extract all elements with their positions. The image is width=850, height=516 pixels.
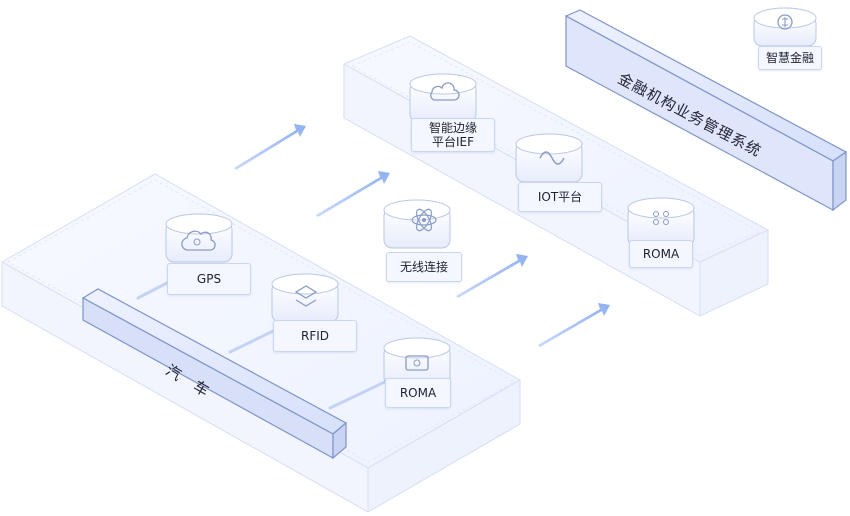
roma-left-node-label: ROMA — [385, 378, 451, 408]
ief-cloud-icon — [409, 73, 477, 123]
roma-right-label: ROMA — [642, 247, 680, 261]
rfid-node-label: RFID — [273, 320, 357, 352]
smart-finance-coin-icon — [753, 7, 817, 47]
smart-finance-label: 智慧金融 — [765, 51, 814, 65]
icon-cubes — [165, 7, 817, 387]
wireless-node-label: 无线连接 — [386, 252, 462, 282]
iot-label: IOT平台 — [537, 190, 583, 204]
ief-node-label: 智能边缘 平台IEF — [411, 118, 495, 152]
arrow-1 — [234, 124, 306, 170]
arrow-3 — [456, 254, 528, 298]
wireless-atom-icon — [383, 199, 451, 249]
gps-label: GPS — [196, 272, 222, 286]
arrow-4 — [538, 303, 610, 347]
gps-node-label: GPS — [167, 263, 251, 295]
arrow-2 — [316, 171, 390, 217]
smart-finance-node-label: 智慧金融 — [758, 46, 822, 70]
rfid-label: RFID — [300, 329, 330, 343]
wireless-label: 无线连接 — [399, 260, 448, 274]
iot-wave-icon — [515, 133, 583, 183]
roma-right-grid-icon — [627, 197, 695, 247]
ief-label-line2: 平台IEF — [431, 135, 475, 149]
finance-bar — [564, 9, 848, 212]
gps-cloud-icon — [165, 213, 233, 263]
roma-right-node-label: ROMA — [629, 240, 693, 268]
iot-node-label: IOT平台 — [518, 182, 602, 212]
roma-left-cloud-icon — [383, 337, 451, 387]
rfid-cloud-icon — [271, 273, 339, 323]
flow-arrows — [234, 124, 610, 347]
car-bar — [81, 288, 348, 460]
ief-label-line1: 智能边缘 — [428, 121, 477, 135]
roma-left-label: ROMA — [399, 386, 437, 400]
